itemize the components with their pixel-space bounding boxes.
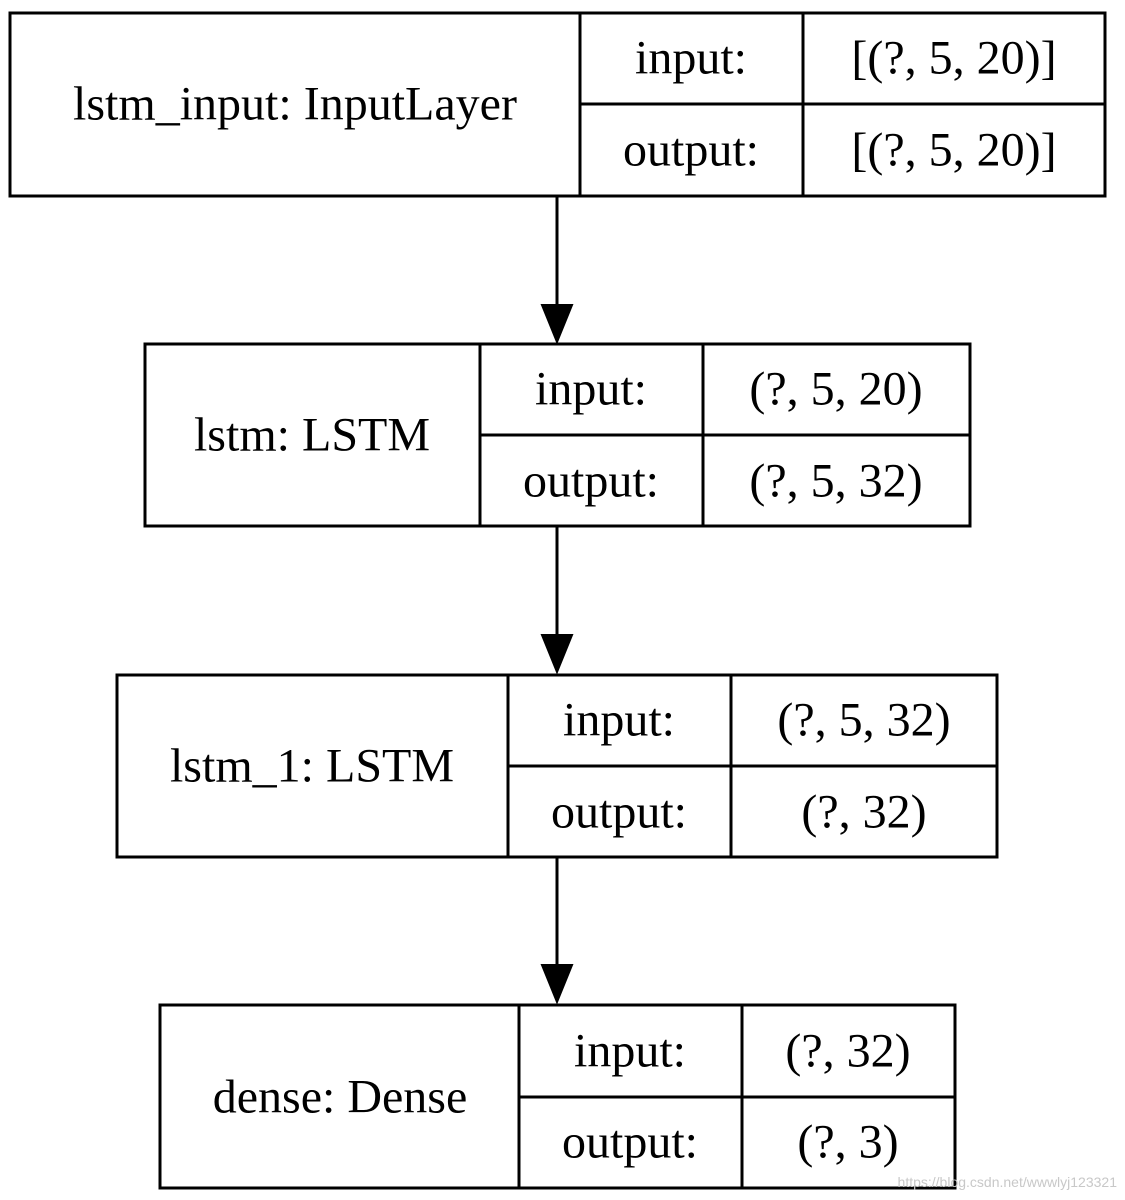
node-dense-input-label: input: bbox=[574, 1025, 686, 1078]
node-lstm-1-input-value: (?, 5, 32) bbox=[777, 694, 950, 747]
node-lstm-input: lstm_input: InputLayer input: [(?, 5, 20… bbox=[8, 11, 1107, 198]
edge-lstm-1-to-dense bbox=[540, 857, 574, 1005]
node-lstm: lstm: LSTM input: (?, 5, 20) output: (?,… bbox=[143, 342, 972, 528]
arrow-down-icon bbox=[540, 304, 574, 345]
node-lstm-input-output-value: [(?, 5, 20)] bbox=[851, 124, 1056, 177]
node-lstm-input-input-label: input: bbox=[635, 32, 747, 85]
node-dense: dense: Dense input: (?, 32) output: (?, … bbox=[158, 1003, 957, 1190]
node-lstm-output-label: output: bbox=[523, 455, 659, 508]
edge-lstm-to-lstm-1 bbox=[540, 526, 574, 675]
node-dense-input-value: (?, 32) bbox=[785, 1025, 910, 1078]
arrow-down-icon bbox=[540, 964, 574, 1005]
node-lstm-1-input-label: input: bbox=[563, 694, 675, 747]
node-lstm-1-output-label: output: bbox=[551, 786, 687, 839]
node-lstm-1: lstm_1: LSTM input: (?, 5, 32) output: (… bbox=[115, 673, 999, 859]
node-lstm-1-output-value: (?, 32) bbox=[801, 786, 926, 839]
arrow-down-icon bbox=[540, 634, 574, 675]
node-dense-label: dense: Dense bbox=[213, 1071, 468, 1124]
node-lstm-input-label: lstm_input: InputLayer bbox=[73, 78, 517, 131]
node-lstm-input-input-value: [(?, 5, 20)] bbox=[851, 32, 1056, 85]
node-lstm-label: lstm: LSTM bbox=[194, 409, 430, 462]
watermark-text: https://blog.csdn.net/wwwlyj123321 bbox=[898, 1174, 1118, 1190]
node-lstm-1-label: lstm_1: LSTM bbox=[170, 740, 454, 793]
node-lstm-output-value: (?, 5, 32) bbox=[749, 455, 922, 508]
node-lstm-input-output-label: output: bbox=[623, 124, 759, 177]
node-dense-output-value: (?, 3) bbox=[797, 1116, 898, 1169]
edge-lstm-input-to-lstm bbox=[540, 196, 574, 345]
node-lstm-input-label: input: bbox=[535, 363, 647, 416]
node-lstm-input-value: (?, 5, 20) bbox=[749, 363, 922, 416]
node-dense-output-label: output: bbox=[562, 1116, 698, 1169]
